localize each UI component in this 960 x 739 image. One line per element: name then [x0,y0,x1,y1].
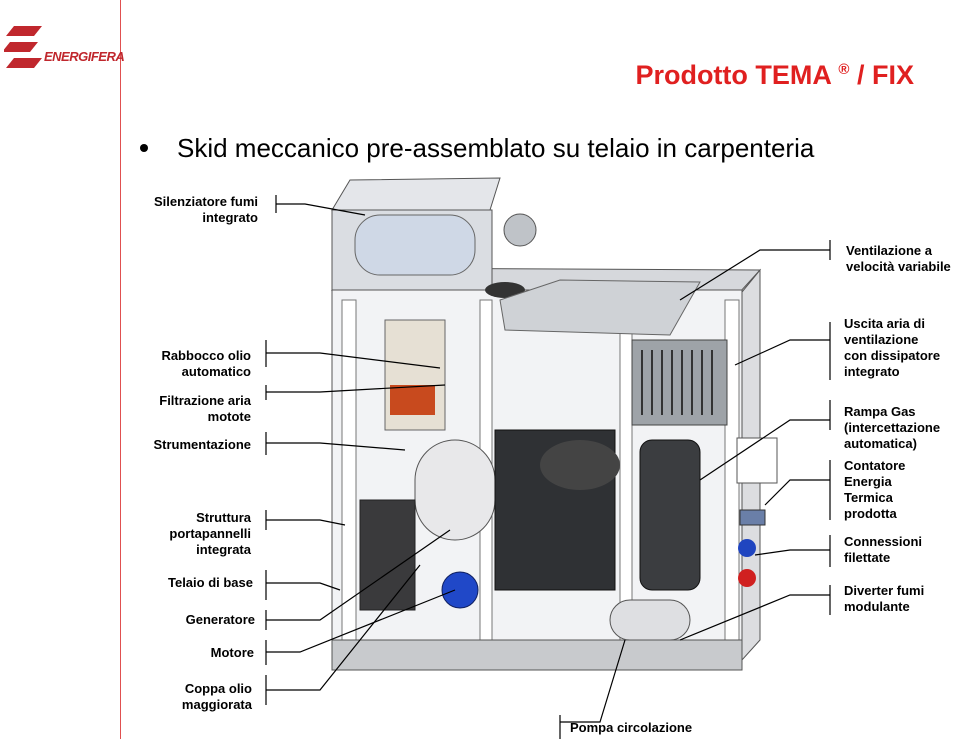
margin-line [120,0,121,739]
label-telaio: Telaio di base [167,575,253,590]
bullet-text: Skid meccanico pre-assemblato su telaio … [177,133,815,163]
label-generatore: Generatore [185,612,255,627]
page-title: Prodotto TEMA ® / FIX [635,60,914,90]
energifera-logo [2,24,44,79]
logo-text: ENERGIFERA [44,49,125,64]
label-pompa: Pompa circolazione [570,720,693,735]
label-motore: Motore [210,645,254,660]
bullet-icon [140,144,148,152]
label-strumentazione: Strumentazione [153,437,251,452]
